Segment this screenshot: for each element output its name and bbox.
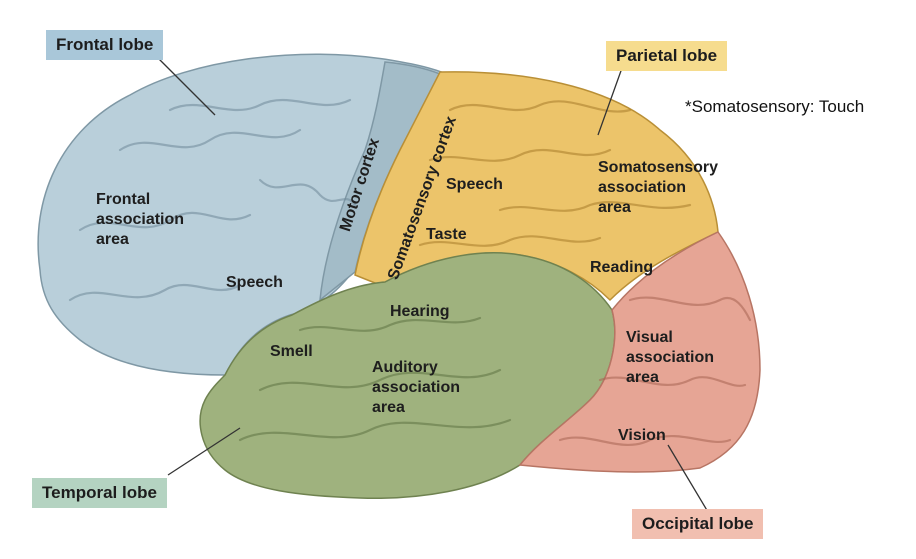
somatosensory-association-label: Somatosensory association area bbox=[598, 159, 719, 216]
occipital-lobe-label: Occipital lobe bbox=[632, 509, 764, 539]
reading-label: Reading bbox=[590, 259, 654, 276]
visual-association-label: Visual association area bbox=[626, 329, 715, 386]
speech-frontal-label: Speech bbox=[226, 274, 283, 291]
somatosensory-note: *Somatosensory: Touch bbox=[685, 97, 865, 116]
parietal-lobe-label: Parietal lobe bbox=[606, 41, 728, 71]
temporal-lobe-label: Temporal lobe bbox=[32, 478, 167, 508]
hearing-label: Hearing bbox=[390, 303, 450, 320]
gyrus-fold bbox=[258, 178, 357, 207]
gyrus-fold bbox=[168, 98, 352, 112]
temporal-leader-line bbox=[167, 427, 241, 476]
brain-gyri bbox=[68, 98, 752, 446]
gyrus-fold bbox=[118, 128, 302, 152]
frontal-leader-line bbox=[154, 54, 216, 116]
taste-label: Taste bbox=[426, 226, 467, 243]
occipital-leader-line bbox=[667, 444, 709, 513]
occipital-lobe-region bbox=[518, 231, 761, 473]
gyrus-fold bbox=[68, 283, 242, 302]
gyrus-fold bbox=[448, 100, 632, 113]
frontal-lobe-label: Frontal lobe bbox=[46, 30, 164, 60]
gyrus-fold bbox=[628, 296, 752, 322]
auditory-association-label: Auditory association area bbox=[372, 359, 461, 416]
gyrus-fold bbox=[598, 376, 747, 387]
gyrus-fold bbox=[418, 235, 602, 247]
gyrus-fold bbox=[78, 211, 252, 232]
frontal-association-label: Frontal association area bbox=[96, 191, 185, 248]
speech-parietal-label: Speech bbox=[446, 176, 503, 193]
gyrus-fold bbox=[498, 201, 692, 212]
gyrus-fold bbox=[558, 435, 732, 446]
gyrus-fold bbox=[238, 418, 512, 442]
vision-label: Vision bbox=[618, 427, 666, 444]
gyrus-fold bbox=[258, 368, 502, 392]
gyrus-fold bbox=[428, 148, 612, 162]
parietal-leader-line bbox=[597, 67, 623, 136]
smell-label: Smell bbox=[270, 343, 313, 360]
gyrus-fold bbox=[298, 316, 482, 332]
